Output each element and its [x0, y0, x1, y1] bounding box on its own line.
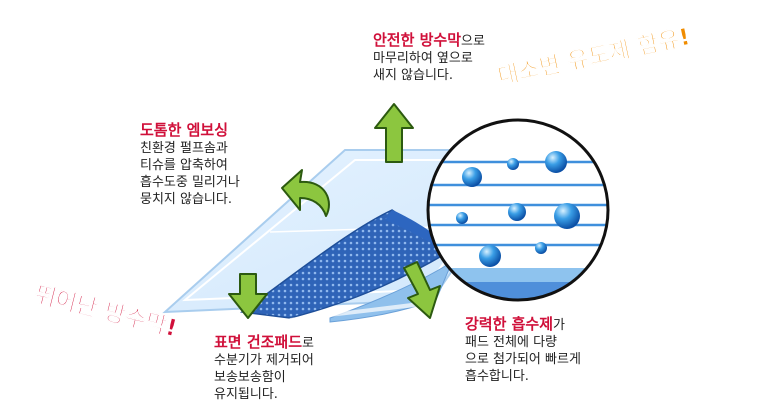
callout-line: 새지 않습니다. — [373, 68, 454, 83]
callout-title: 안전한 방수막 — [373, 31, 462, 49]
callout-line: 보송보송함이 — [214, 370, 286, 385]
callout-line: 유지됩니다. — [214, 387, 278, 402]
callout-line: 친환경 펄프솜과 — [140, 141, 228, 156]
water-droplet-icon — [456, 151, 580, 267]
callout-line: 으로 첨가되어 빠르게 — [465, 352, 581, 367]
callout-title-suffix: 로 — [302, 336, 314, 351]
callout-title: 표면 건조패드 — [214, 333, 303, 351]
callout-embossing: 도톰한 엠보싱 친환경 펄프솜과 티슈를 압축하여 흡수도중 밀리거나 뭉치지 … — [140, 121, 240, 208]
callout-absorbent: 강력한 흡수제가 패드 전체에 다량 으로 첨가되어 빠르게 흡수합니다. — [465, 315, 581, 385]
callout-line: 뭉치지 않습니다. — [140, 192, 232, 207]
callout-line: 티슈를 압축하여 — [140, 158, 228, 173]
callout-title: 도톰한 엠보싱 — [140, 121, 229, 139]
down-arrow-icon — [228, 273, 268, 319]
up-arrow-icon — [374, 103, 414, 163]
pad-peeled-layers — [240, 209, 458, 323]
callout-dry-pad: 표면 건조패드로 수분기가 제거되어 보송보송함이 유지됩니다. — [214, 333, 314, 403]
callout-title-suffix: 으로 — [461, 34, 485, 49]
callout-line: 흡수합니다. — [465, 369, 529, 384]
callout-waterproof-film: 안전한 방수막으로 마무리하여 옆으로 새지 않습니다. — [373, 31, 485, 84]
down-right-arrow-icon — [403, 261, 441, 319]
callout-title-suffix: 가 — [553, 318, 565, 333]
magnified-view — [426, 118, 610, 302]
callout-line: 수분기가 제거되어 — [214, 353, 314, 368]
curved-arrow-icon — [281, 169, 330, 217]
callout-title: 강력한 흡수제 — [465, 315, 554, 333]
callout-line: 패드 전체에 다량 — [465, 335, 557, 350]
callout-line: 마무리하여 옆으로 — [373, 51, 473, 66]
callout-line: 흡수도중 밀리거나 — [140, 175, 240, 190]
